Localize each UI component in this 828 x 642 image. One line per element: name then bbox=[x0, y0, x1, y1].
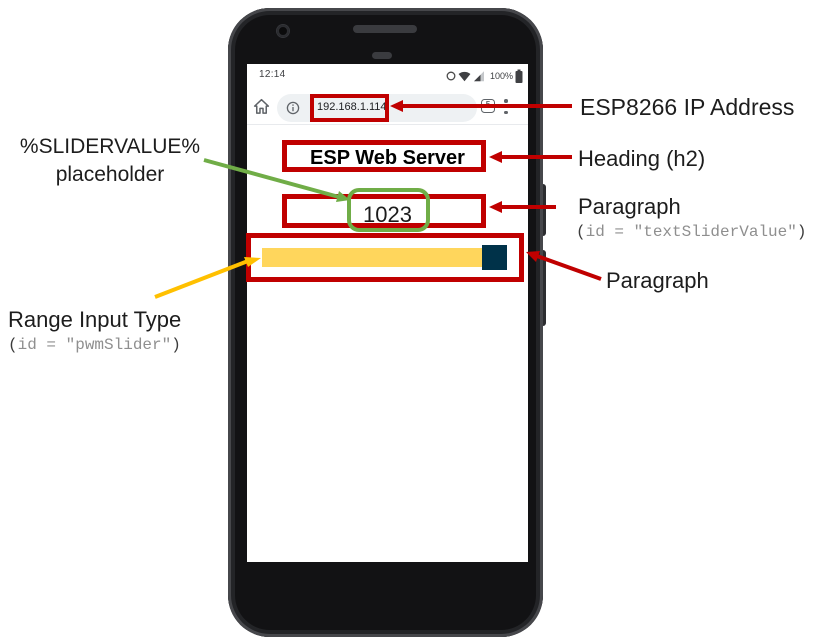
speaker-grill bbox=[353, 25, 417, 33]
earpiece-slot bbox=[372, 52, 392, 59]
page-title: ESP Web Server bbox=[310, 147, 465, 169]
arrow-paragraph-slider bbox=[536, 254, 602, 281]
volume-button bbox=[540, 250, 546, 326]
status-time: 12:14 bbox=[259, 69, 286, 80]
battery-percent: 100% bbox=[489, 71, 513, 81]
data-saver-icon bbox=[446, 71, 456, 81]
label-ip-address: ESP8266 IP Address bbox=[580, 94, 795, 120]
code: id = "textSliderValue" bbox=[585, 223, 797, 241]
pwm-slider[interactable] bbox=[262, 248, 482, 267]
label-range-input-id: (id = "pwmSlider") bbox=[8, 336, 181, 354]
status-misc-icons bbox=[446, 71, 484, 82]
menu-icon[interactable] bbox=[504, 99, 508, 114]
label-paragraph-value: Paragraph bbox=[578, 194, 681, 219]
callout-box-paragraph bbox=[282, 194, 486, 228]
home-icon[interactable] bbox=[252, 97, 271, 116]
pwm-slider-thumb[interactable] bbox=[482, 245, 507, 270]
label-heading: Heading (h2) bbox=[578, 146, 706, 171]
slider-value-text: 1023 bbox=[363, 202, 412, 227]
cellular-signal-fill bbox=[473, 74, 481, 82]
status-icons: 100% bbox=[446, 68, 523, 84]
info-icon[interactable] bbox=[286, 101, 300, 115]
front-camera-icon bbox=[277, 25, 289, 37]
paren: ( bbox=[576, 223, 586, 241]
label-range-input: Range Input Type bbox=[8, 307, 182, 332]
paren: ) bbox=[796, 223, 807, 241]
callout-box-placeholder bbox=[347, 188, 430, 232]
phone-screen: 12:14 100% 192.168.1.114 bbox=[247, 64, 528, 562]
tab-switcher-icon[interactable]: 5 bbox=[481, 99, 495, 113]
battery-icon bbox=[515, 69, 523, 83]
label-paragraph-slider: Paragraph bbox=[606, 268, 709, 293]
callout-box-slider bbox=[246, 233, 524, 282]
label-placeholder-line2: placeholder bbox=[55, 163, 165, 186]
code: id = "pwmSlider" bbox=[17, 336, 172, 354]
label-placeholder: %SLIDERVALUE% placeholder bbox=[6, 133, 214, 189]
cellular-signal-icon bbox=[473, 71, 484, 82]
power-button bbox=[540, 184, 546, 236]
label-placeholder-line1: %SLIDERVALUE% bbox=[19, 135, 201, 158]
paren: ( bbox=[8, 336, 18, 354]
paren: ) bbox=[171, 336, 181, 354]
callout-box-heading bbox=[282, 140, 486, 172]
url-text[interactable]: 192.168.1.114 bbox=[317, 101, 387, 113]
label-paragraph-value-id: (id = "textSliderValue") bbox=[576, 223, 806, 241]
wifi-icon bbox=[458, 71, 471, 82]
callout-box-url bbox=[310, 94, 389, 122]
toolbar-divider bbox=[247, 124, 528, 125]
